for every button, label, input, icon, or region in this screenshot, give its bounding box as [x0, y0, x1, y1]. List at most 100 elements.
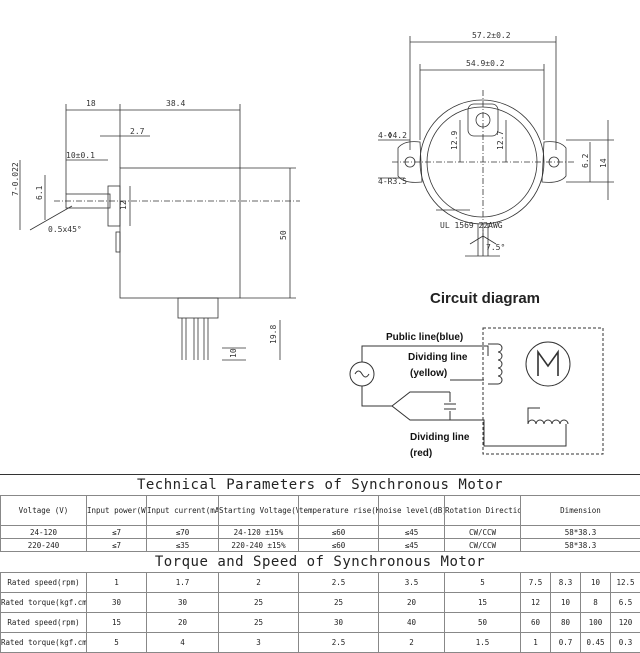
torque-cell: 8: [581, 593, 611, 613]
torque-cell: 20: [379, 593, 445, 613]
torque-cell: 60: [521, 613, 551, 633]
dimension-label: 10±0.1: [66, 151, 95, 160]
spec-tables: Technical Parameters of Synchronous Moto…: [0, 474, 640, 653]
dimension-label: 57.2±0.2: [472, 31, 511, 40]
torque-cell: 120: [611, 613, 640, 633]
params-cell: ≤60: [299, 539, 379, 552]
torque-cell: 40: [379, 613, 445, 633]
dimension-label: 12.7: [496, 131, 505, 150]
dimension-label: 10: [229, 348, 238, 358]
torque-cell: 1.5: [445, 633, 521, 653]
torque-cell: 1: [521, 633, 551, 653]
torque-cell: 4: [147, 633, 219, 653]
torque-cell: 0.45: [581, 633, 611, 653]
torque-cell: 3: [219, 633, 299, 653]
torque-cell: 2: [219, 573, 299, 593]
torque-cell: 6.5: [611, 593, 640, 613]
torque-cell: 1: [87, 573, 147, 593]
torque-cell: 20: [147, 613, 219, 633]
dimension-label: 38.4: [166, 99, 185, 108]
torque-cell: Rated torque(kgf.cm): [1, 633, 87, 653]
params-cell: 220-240: [1, 539, 87, 552]
dimension-label: 0.5x45°: [48, 225, 82, 234]
torque-cell: 15: [445, 593, 521, 613]
torque-cell: 8.3: [551, 573, 581, 593]
yellow-label: (yellow): [410, 368, 447, 379]
torque-cell: 2.5: [299, 573, 379, 593]
red-label: (red): [410, 448, 432, 459]
dimension-label: 18: [86, 99, 96, 108]
params-table-title: Technical Parameters of Synchronous Moto…: [0, 474, 640, 495]
params-cell: ≤7: [87, 539, 147, 552]
torque-cell: Rated speed(rpm): [1, 573, 87, 593]
torque-cell: 5: [87, 633, 147, 653]
torque-cell: 80: [551, 613, 581, 633]
params-cell: CW/CCW: [445, 526, 521, 539]
params-header-cell: Starting Voltage(V): [219, 496, 299, 526]
params-cell: ≤45: [379, 539, 445, 552]
torque-cell: 2.5: [299, 633, 379, 653]
torque-table-title: Torque and Speed of Synchronous Motor: [0, 552, 640, 572]
torque-cell: 100: [581, 613, 611, 633]
params-header-cell: Dimension: [521, 496, 640, 526]
params-cell: 24-120 ±15%: [219, 526, 299, 539]
dimension-label: 2.7: [130, 127, 145, 136]
torque-cell: 30: [87, 593, 147, 613]
torque-cell: 3.5: [379, 573, 445, 593]
params-header-cell: temperature rise(K): [299, 496, 379, 526]
dimension-label: 50: [279, 230, 288, 240]
circuit-diagram: [350, 328, 603, 454]
torque-cell: Rated speed(rpm): [1, 613, 87, 633]
params-cell: CW/CCW: [445, 539, 521, 552]
torque-cell: 0.3: [611, 633, 640, 653]
params-header-cell: Rotation Direction: [445, 496, 521, 526]
torque-cell: 10: [581, 573, 611, 593]
dimension-label: 12: [119, 200, 128, 210]
dimension-label: UL 1569 22AWG: [440, 221, 503, 230]
public-line-label: Public line(blue): [386, 332, 463, 343]
params-cell: ≤45: [379, 526, 445, 539]
params-cell: ≤70: [147, 526, 219, 539]
torque-cell: 12.5: [611, 573, 640, 593]
params-header-cell: Voltage (V): [1, 496, 87, 526]
torque-cell: 30: [147, 593, 219, 613]
torque-cell: 25: [299, 593, 379, 613]
dimension-label: 19.8: [269, 325, 278, 344]
circuit-diagram-title: Circuit diagram: [430, 290, 540, 307]
torque-cell: 12: [521, 593, 551, 613]
dimension-label: 12.9: [450, 131, 459, 150]
params-table: Voltage (V)Input power(W)Input current(m…: [0, 495, 640, 552]
torque-cell: 30: [299, 613, 379, 633]
dividing-line-yellow-label: Dividing line: [408, 352, 468, 363]
torque-cell: 1.7: [147, 573, 219, 593]
dimension-label: 6.1: [35, 185, 44, 200]
terminal-pins: [178, 298, 218, 318]
torque-cell: 25: [219, 593, 299, 613]
dimension-label: 7.5°: [486, 243, 505, 252]
dimension-label: 4-R3.5: [378, 177, 407, 186]
params-cell: 58*38.3: [521, 539, 640, 552]
params-cell: ≤35: [147, 539, 219, 552]
motor-icon: [526, 342, 570, 386]
torque-cell: 50: [445, 613, 521, 633]
technical-drawing: 18 38.4 2.7 10±0.1 6.1 7-0.022 0.5x45° 12 50 19.8…: [0, 0, 640, 462]
dimension-label: 6.2: [581, 153, 590, 168]
torque-cell: Rated torque(kgf.cm): [1, 593, 87, 613]
params-header-cell: Input power(W): [87, 496, 147, 526]
torque-cell: 10: [551, 593, 581, 613]
params-header-cell: noise level(dB): [379, 496, 445, 526]
dimension-label: 7-0.022: [11, 162, 20, 196]
torque-cell: 25: [219, 613, 299, 633]
motor-body-side: [120, 168, 240, 298]
params-cell: ≤60: [299, 526, 379, 539]
params-cell: ≤7: [87, 526, 147, 539]
params-cell: 58*38.3: [521, 526, 640, 539]
params-cell: 24-120: [1, 526, 87, 539]
torque-cell: 7.5: [521, 573, 551, 593]
